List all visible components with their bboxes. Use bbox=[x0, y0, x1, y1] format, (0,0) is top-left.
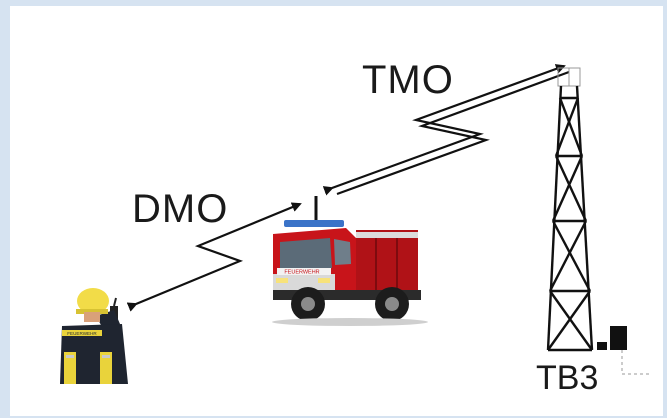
tb3-label: TB3 bbox=[536, 359, 599, 397]
diagram-graphics: FEUERWEHR bbox=[60, 64, 650, 384]
lattice-radio-tower-icon bbox=[546, 67, 594, 352]
base-station-icon bbox=[597, 326, 650, 375]
diagram-canvas: FEUERWEHR bbox=[10, 6, 663, 416]
vest-text: FEUERWEHR bbox=[67, 331, 97, 336]
dmo-label: DMO bbox=[132, 187, 229, 231]
truck-door-text: FEUERWEHR bbox=[284, 270, 319, 276]
tmo-link bbox=[322, 64, 570, 196]
firefighter-with-radio-icon: FEUERWEHR bbox=[60, 288, 128, 384]
tmo-label: TMO bbox=[362, 58, 454, 102]
fire-truck-icon: FEUERWEHR bbox=[272, 196, 428, 326]
dmo-link bbox=[126, 202, 302, 312]
